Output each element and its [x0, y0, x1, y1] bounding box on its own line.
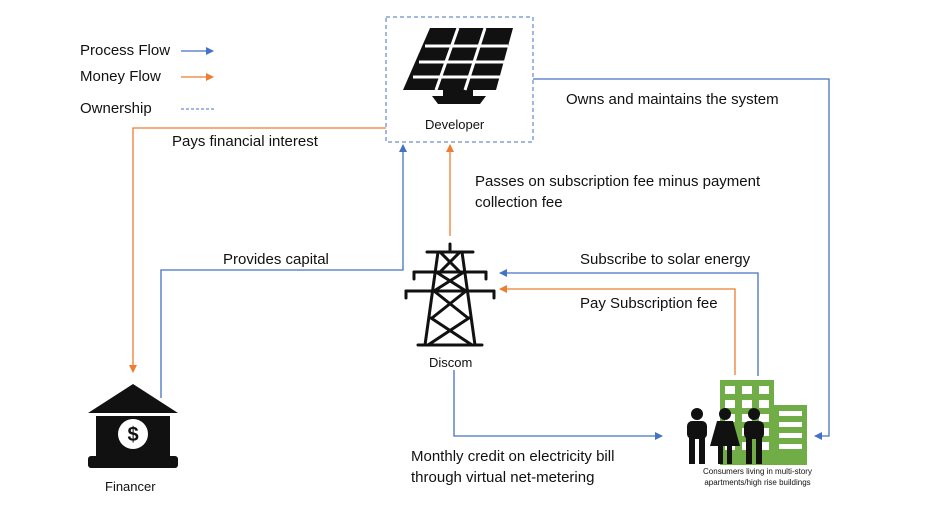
pay-fee-label: Pay Subscription fee	[580, 295, 718, 312]
subscribe-label: Subscribe to solar energy	[580, 251, 751, 268]
consumers-label-line1: Consumers living in multi-story	[703, 467, 812, 476]
edge-pay-fee	[499, 285, 736, 375]
bank-icon: $	[88, 384, 178, 468]
credit-label-line1: Monthly credit on electricity bill	[411, 448, 615, 465]
passes-fee-label-line2: collection fee	[475, 194, 563, 211]
edge-subscribe	[499, 269, 759, 376]
financer-label: Financer	[105, 479, 156, 494]
provides-capital-label: Provides capital	[223, 251, 329, 268]
owns-label: Owns and maintains the system	[566, 91, 779, 108]
legend-ownership-label: Ownership	[80, 100, 152, 117]
solar-panel-icon	[403, 28, 513, 104]
edge-credit	[453, 370, 663, 440]
people-icon	[687, 408, 764, 464]
transmission-tower-icon	[404, 242, 496, 347]
consumers-label: Consumers living in multi-story apartmen…	[680, 466, 835, 488]
consumers-label-line2: apartments/high rise buildings	[704, 478, 811, 487]
svg-text:$: $	[127, 424, 138, 446]
developer-label: Developer	[425, 117, 485, 132]
developer-box	[385, 16, 534, 143]
edge-provides-capital	[160, 144, 407, 398]
edge-pays-interest	[129, 127, 386, 373]
credit-label-line2: through virtual net-metering	[411, 469, 595, 486]
discom-label: Discom	[429, 355, 473, 370]
edge-owns	[533, 78, 830, 440]
legend-money-label: Money Flow	[80, 68, 161, 85]
passes-fee-label-line1: Passes on subscription fee minus payment	[475, 173, 761, 190]
pays-interest-label: Pays financial interest	[172, 133, 318, 150]
legend-process-label: Process Flow	[80, 42, 171, 59]
